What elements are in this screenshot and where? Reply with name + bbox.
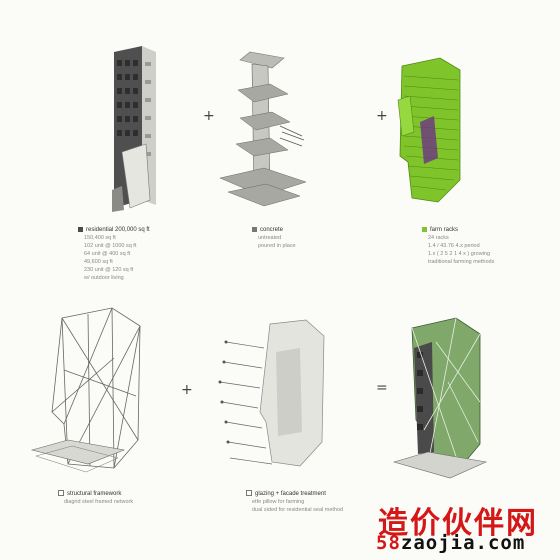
plus-operator-1: + bbox=[203, 108, 215, 124]
farm-caption: farm racks 24 racks 1.4 / 43.76 4.x peri… bbox=[422, 226, 494, 266]
watermark-url: 58zaojia.com bbox=[376, 532, 525, 554]
watermark-chinese: 造价伙伴网 bbox=[378, 506, 538, 541]
residential-line: 230 unit @ 120 sq ft bbox=[84, 267, 134, 273]
residential-tower-diagram bbox=[112, 46, 156, 212]
structural-framework-diagram bbox=[30, 307, 141, 473]
glazing-line: etfe pillow for farming bbox=[252, 499, 305, 505]
farm-line: 1.x ( 2 5 2 1 4 x ) growing bbox=[428, 251, 491, 257]
plus-operator-3: + bbox=[181, 382, 193, 398]
concrete-structure-diagram bbox=[219, 51, 307, 207]
concrete-swatch bbox=[252, 226, 257, 232]
residential-line: 150,400 sq ft bbox=[84, 235, 116, 241]
concrete-line: untreated bbox=[258, 235, 282, 241]
combined-tower-render bbox=[392, 317, 488, 479]
concrete-caption: concrete untreated poured in place bbox=[252, 226, 296, 250]
equals-operator: = bbox=[376, 380, 388, 396]
structural-caption: structural framework diagrid steel frame… bbox=[58, 490, 133, 506]
farm-swatch bbox=[422, 226, 427, 232]
farm-racks-diagram bbox=[397, 57, 461, 203]
concrete-line: poured in place bbox=[258, 243, 296, 249]
farm-title: farm racks bbox=[430, 227, 459, 233]
structural-title: structural framework bbox=[67, 491, 122, 497]
concrete-title: concrete bbox=[260, 227, 284, 233]
structural-line: diagrid steel framed network bbox=[64, 499, 134, 505]
glazing-line: dual sided for residential seal method bbox=[252, 507, 344, 513]
residential-swatch bbox=[78, 226, 83, 232]
glazing-caption: glazing + facade treatment etfe pillow f… bbox=[246, 490, 343, 514]
residential-line: 64 unit @ 400 sq ft bbox=[84, 251, 131, 257]
residential-caption: residential 200,000 sq ft 150,400 sq ft … bbox=[78, 226, 150, 282]
farm-line: 1.4 / 43.76 4.x period bbox=[428, 243, 480, 249]
residential-title: residential 200,000 sq ft bbox=[86, 227, 150, 233]
glazing-title: glazing + facade treatment bbox=[255, 491, 326, 497]
plus-operator-2: + bbox=[376, 108, 388, 124]
watermark-url-prefix: 58 bbox=[376, 532, 401, 554]
farm-line: 24 racks bbox=[428, 235, 449, 241]
glazing-facade-diagram bbox=[218, 319, 325, 467]
residential-line: 49,600 sq ft bbox=[84, 259, 113, 265]
structural-swatch bbox=[58, 490, 64, 497]
watermark-url-rest: zaojia.com bbox=[400, 532, 526, 554]
glazing-swatch bbox=[246, 490, 252, 497]
residential-line: 102 unit @ 1000 sq ft bbox=[84, 243, 137, 249]
residential-line: w/ outdoor living bbox=[84, 275, 124, 281]
farm-line: traditional farming methods bbox=[428, 259, 495, 265]
